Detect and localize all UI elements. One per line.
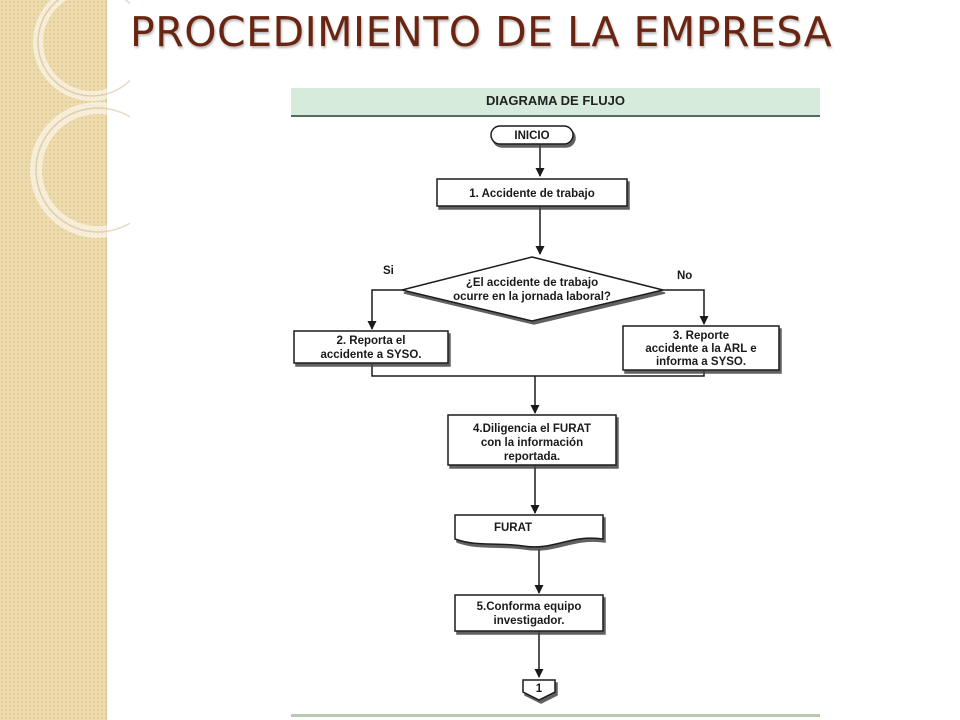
step3-line3: informa a SYSO.	[656, 356, 746, 368]
offpage-connector: 1	[522, 679, 556, 701]
step3-line2: accidente a la ARL e	[645, 343, 756, 355]
flowchart-header: DIAGRAMA DE FLUJO	[291, 88, 820, 117]
decision-diamond: ¿El accidente de trabajo ocurre en la jo…	[401, 256, 664, 322]
step4-process: 4.Diligencia el FURAT con la información…	[447, 414, 617, 466]
decision-no-label: No	[677, 270, 692, 282]
step1-process: 1. Accidente de trabajo	[436, 178, 628, 207]
decorative-rings	[30, 0, 130, 238]
furat-label: FURAT	[494, 522, 532, 534]
connector-label: 1	[536, 683, 543, 695]
decision-line1: ¿El accidente de trabajo	[466, 277, 598, 289]
step5-line1: 5.Conforma equipo	[477, 601, 582, 613]
step5-process: 5.Conforma equipo investigador.	[454, 594, 604, 632]
arrow-decision-no	[663, 289, 709, 325]
merge-line	[371, 364, 705, 377]
step4-line1: 4.Diligencia el FURAT	[473, 423, 591, 435]
step4-line2: con la información	[481, 437, 583, 449]
step4-line3: reportada.	[504, 451, 560, 463]
step2-line2: accidente a SYSO.	[321, 349, 422, 361]
step3-line1: 3. Reporte	[673, 330, 729, 342]
page-title: PROCEDIMIENTO DE LA EMPRESA	[130, 8, 833, 56]
step3-process: 3. Reporte accidente a la ARL e informa …	[622, 325, 780, 371]
decision-yes-label: Si	[383, 265, 394, 277]
step2-line1: 2. Reporta el	[336, 335, 405, 347]
decision-line2: ocurre en la jornada laboral?	[453, 291, 611, 303]
flowchart-panel: DIAGRAMA DE FLUJO INICIO	[291, 88, 820, 720]
step5-line2: investigador.	[494, 615, 565, 627]
start-label: INICIO	[514, 130, 549, 142]
furat-document: FURAT	[454, 514, 604, 548]
flowchart-connectors	[367, 144, 709, 678]
step1-label: 1. Accidente de trabajo	[469, 188, 594, 200]
arrow-decision-yes	[367, 289, 402, 330]
bottom-rule	[291, 714, 820, 717]
start-terminator: INICIO	[490, 125, 574, 145]
flowchart: INICIO 1. Accidente de trabajo ¿El accid…	[293, 125, 780, 701]
step2-process: 2. Reporta el accidente a SYSO.	[293, 330, 449, 364]
